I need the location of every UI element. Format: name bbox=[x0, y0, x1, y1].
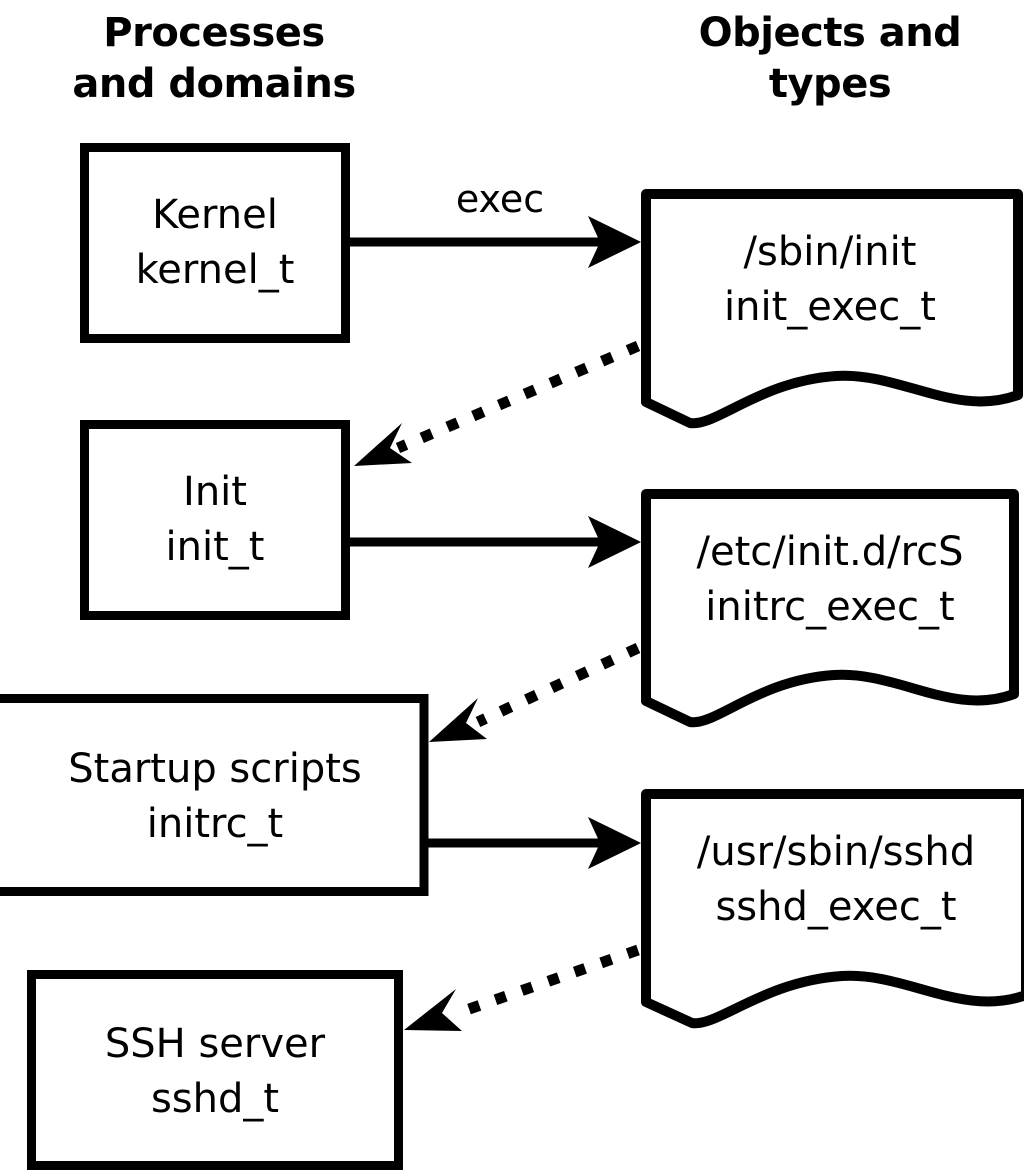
arrowhead-sshd-exec-to-sshd bbox=[404, 989, 462, 1031]
edge-initrc-exec-sshd-exec bbox=[428, 817, 641, 869]
node-kernel-name: Kernel bbox=[152, 192, 278, 238]
node-init-exec-type: init_exec_t bbox=[724, 284, 936, 330]
node-startup-scripts-name: Startup scripts bbox=[68, 746, 361, 792]
node-init-exec-doc-shape bbox=[641, 189, 1023, 429]
edge-label-exec: exec bbox=[456, 177, 544, 221]
node-initrc-exec-type: initrc_exec_t bbox=[705, 584, 954, 630]
node-sshd-exec-path: /usr/sbin/sshd bbox=[697, 829, 975, 875]
column-header-processes: Processes and domains bbox=[72, 10, 356, 107]
node-startup-scripts[interactable]: Startup scripts initrc_t bbox=[0, 694, 429, 896]
edge-line-init-exec-to-init bbox=[395, 340, 641, 454]
column-header-objects-line2: types bbox=[769, 61, 891, 107]
edge-kernel-exec-init-exec: exec bbox=[350, 177, 641, 268]
column-header-processes-line2: and domains bbox=[72, 61, 355, 107]
arrowhead-kernel-exec bbox=[588, 216, 641, 268]
node-init-name: Init bbox=[183, 469, 247, 515]
edge-init-exec-to-init bbox=[354, 340, 641, 466]
node-sshd-exec[interactable]: /usr/sbin/sshd sshd_exec_t bbox=[641, 789, 1024, 1029]
node-init-exec-path: /sbin/init bbox=[744, 229, 917, 275]
node-init-type: init_t bbox=[166, 524, 265, 570]
node-init[interactable]: Init init_t bbox=[80, 420, 350, 620]
node-ssh-server-box bbox=[27, 970, 403, 1170]
node-kernel-box bbox=[80, 143, 350, 343]
column-header-objects: Objects and types bbox=[699, 10, 962, 107]
arrowhead-initrc-exec bbox=[588, 817, 641, 869]
node-ssh-server-name: SSH server bbox=[105, 1021, 326, 1067]
node-kernel[interactable]: Kernel kernel_t bbox=[80, 143, 350, 343]
node-initrc-exec-doc-shape bbox=[641, 489, 1019, 728]
node-init-exec[interactable]: /sbin/init init_exec_t bbox=[641, 189, 1023, 429]
node-ssh-server[interactable]: SSH server sshd_t bbox=[27, 970, 403, 1170]
edge-sshd-exec-to-sshd bbox=[404, 944, 640, 1031]
node-startup-scripts-type: initrc_t bbox=[147, 801, 284, 847]
edge-init-exec-initrc-exec bbox=[350, 516, 641, 568]
node-init-box bbox=[80, 420, 350, 620]
node-sshd-exec-doc-shape bbox=[641, 789, 1024, 1029]
column-header-processes-line1: Processes bbox=[103, 10, 324, 56]
node-initrc-exec-path: /etc/init.d/rcS bbox=[696, 529, 963, 575]
edge-line-sshd-exec-to-sshd bbox=[453, 944, 640, 1020]
arrowhead-initrc-exec-to-initrc bbox=[429, 698, 487, 742]
column-header-objects-line1: Objects and bbox=[699, 10, 962, 56]
node-startup-scripts-box bbox=[0, 694, 429, 896]
node-ssh-server-type: sshd_t bbox=[151, 1076, 279, 1122]
node-initrc-exec[interactable]: /etc/init.d/rcS initrc_exec_t bbox=[641, 489, 1019, 728]
arrowhead-init-exec bbox=[588, 516, 641, 568]
edge-line-initrc-exec-to-initrc bbox=[475, 643, 641, 727]
node-kernel-type: kernel_t bbox=[136, 247, 295, 293]
node-sshd-exec-type: sshd_exec_t bbox=[715, 884, 956, 930]
arrowhead-init-exec-to-init bbox=[354, 423, 412, 466]
edge-initrc-exec-to-initrc bbox=[429, 643, 641, 742]
